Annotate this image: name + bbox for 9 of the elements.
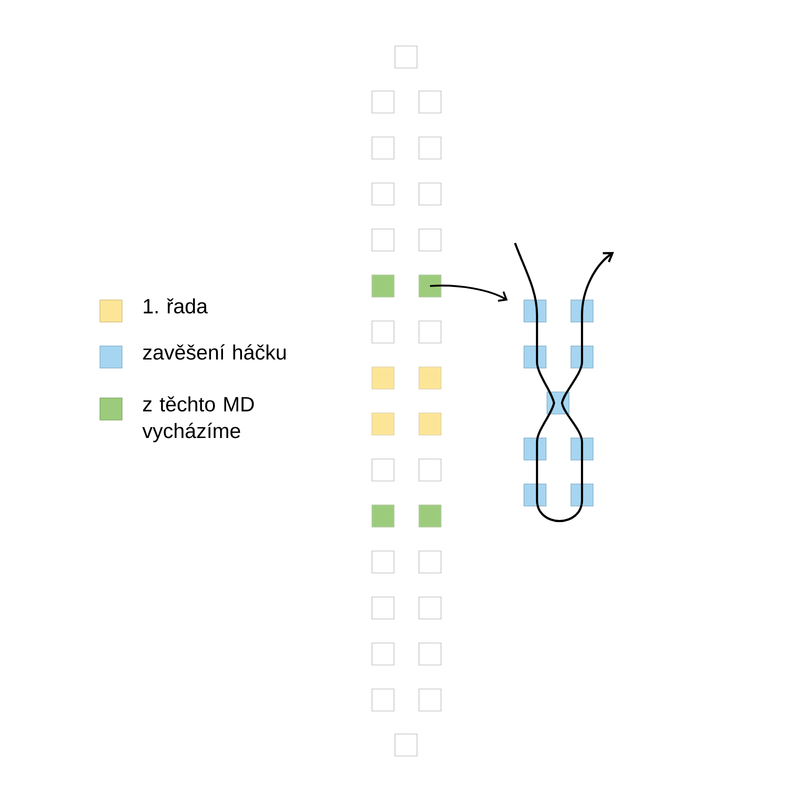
arrow <box>430 284 508 302</box>
stitch-square <box>372 504 394 528</box>
stitch-square <box>418 504 442 528</box>
stitch-square <box>372 274 394 298</box>
legend-label: zavěšení háčku <box>143 344 286 360</box>
thread-drawing <box>514 242 614 522</box>
stitch-square <box>418 274 442 298</box>
legend-label: z těchto MD vycházíme <box>142 396 254 442</box>
legend-label: 1. řada <box>144 298 208 314</box>
